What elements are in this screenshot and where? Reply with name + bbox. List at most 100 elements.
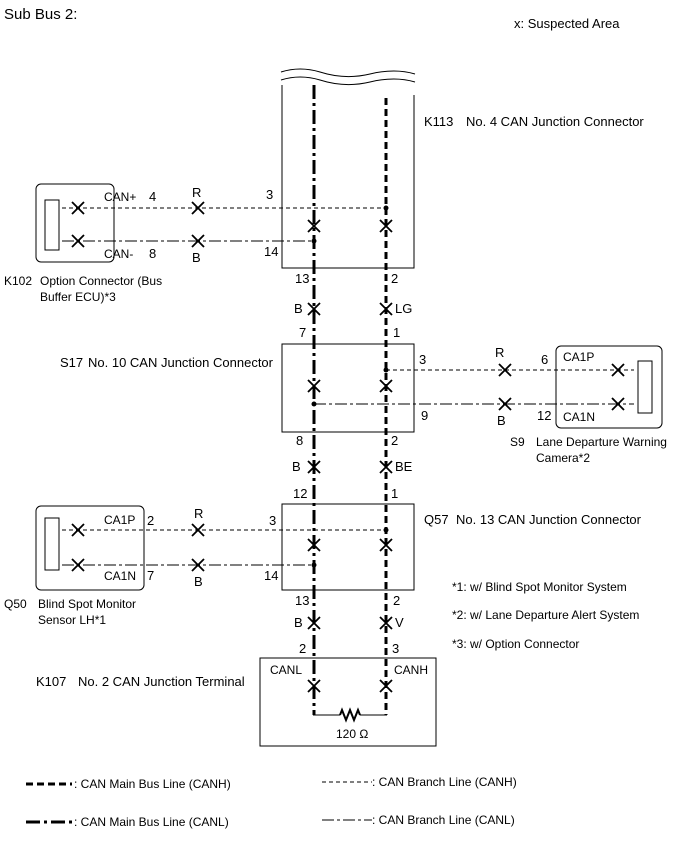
note-2: *2: w/ Lane Departure Alert System — [452, 608, 639, 622]
k107-terminal[interactable] — [259, 657, 437, 747]
s9-canh-label: CA1P — [563, 350, 594, 364]
suspected-x-icon — [611, 397, 625, 411]
seg3-wire-l: B — [294, 615, 303, 630]
q50-sensor-connector[interactable] — [35, 505, 145, 591]
legend-branch-canh: : CAN Branch Line (CANH) — [372, 775, 517, 789]
s9-name-line2: Camera*2 — [536, 451, 590, 465]
q57-name: No. 13 CAN Junction Connector — [456, 512, 642, 527]
q57-connector[interactable] — [281, 503, 415, 591]
q50-wire-l: B — [194, 574, 203, 589]
q50-name-line2: Sensor LH*1 — [38, 613, 106, 627]
k107-pin-l: 2 — [299, 641, 306, 656]
s17-name: No. 10 CAN Junction Connector — [88, 355, 274, 370]
s9-pin-l: 12 — [537, 408, 551, 423]
q50-pin-l: 7 — [147, 568, 154, 583]
suspected-x-icon — [307, 679, 321, 693]
k102-wire-l: B — [192, 250, 201, 265]
k113-pin-bottom-l: 13 — [295, 271, 309, 286]
suspected-x-icon — [191, 234, 205, 248]
q57-pin-bottom-l: 13 — [295, 593, 309, 608]
diagram-title: Sub Bus 2: — [4, 6, 77, 23]
suspected-x-icon — [498, 397, 512, 411]
k102-canh-label: CAN+ — [104, 190, 136, 204]
k107-id: K107 — [36, 674, 66, 689]
s17-id: S17 — [60, 355, 83, 370]
q50-canl-label: CA1N — [104, 569, 136, 583]
k113-pin-left-top: 3 — [266, 187, 273, 202]
k113-name: No. 4 CAN Junction Connector — [466, 114, 644, 129]
s17-pin-top-l: 7 — [299, 325, 306, 340]
s17-pin-right-l: 9 — [421, 408, 428, 423]
k102-pin-h: 4 — [149, 189, 156, 204]
suspected-area-markers — [71, 201, 625, 693]
k102-wire-h: R — [192, 185, 201, 200]
suspected-x-icon — [379, 219, 393, 233]
seg2-wire-l: B — [292, 459, 301, 474]
k113-pin-left-bottom: 14 — [264, 244, 278, 259]
k102-canl-label: CAN- — [104, 247, 133, 261]
k107-resistor-label: 120 Ω — [336, 727, 368, 741]
suspected-x-icon — [191, 523, 205, 537]
q50-wire-h: R — [194, 506, 203, 521]
s17-pin-top-h: 1 — [393, 325, 400, 340]
q50-connector-icon — [44, 517, 60, 571]
suspected-x-icon — [191, 558, 205, 572]
k102-name-line1: Option Connector (Bus — [40, 274, 162, 288]
k102-connector-icon — [44, 199, 60, 251]
suspected-x-icon — [379, 379, 393, 393]
q57-pin-top-l: 12 — [293, 486, 307, 501]
suspected-x-icon — [191, 201, 205, 215]
s9-id: S9 — [510, 435, 525, 449]
legend: : CAN Main Bus Line (CANH) : CAN Main Bu… — [26, 775, 517, 829]
k107-canl-label: CANL — [270, 663, 302, 677]
q57-pin-bottom-h: 2 — [393, 593, 400, 608]
suspected-x-icon — [307, 302, 321, 316]
k113-pin-bottom-h: 2 — [391, 271, 398, 286]
suspected-x-icon — [307, 616, 321, 630]
q50-name-line1: Blind Spot Monitor — [38, 597, 136, 611]
suspected-x-icon — [71, 523, 85, 537]
s17-connector[interactable] — [281, 343, 415, 433]
note-3: *3: w/ Option Connector — [452, 637, 579, 651]
s17-pin-right-h: 3 — [419, 352, 426, 367]
q57-pin-left-h: 3 — [269, 513, 276, 528]
q57-pin-top-h: 1 — [391, 486, 398, 501]
s9-wire-l: B — [497, 413, 506, 428]
suspected-x-icon — [498, 363, 512, 377]
suspected-x-icon — [379, 679, 393, 693]
suspected-area-note: x: Suspected Area — [514, 16, 620, 31]
q57-pin-left-l: 14 — [264, 568, 278, 583]
suspected-x-icon — [307, 379, 321, 393]
s9-camera-connector[interactable] — [555, 345, 663, 429]
k113-id: K113 — [424, 114, 453, 129]
s9-name-line1: Lane Departure Warning — [536, 435, 667, 449]
suspected-x-icon — [379, 538, 393, 552]
suspected-x-icon — [379, 616, 393, 630]
k113-connector[interactable] — [280, 68, 416, 269]
seg2-wire-h: BE — [395, 459, 413, 474]
q50-canh-label: CA1P — [104, 513, 135, 527]
k102-name-line2: Buffer ECU)*3 — [40, 290, 116, 304]
k107-name: No. 2 CAN Junction Terminal — [78, 674, 245, 689]
suspected-x-icon — [379, 460, 393, 474]
legend-main-canh: : CAN Main Bus Line (CANH) — [74, 777, 231, 791]
s9-connector-icon — [637, 360, 653, 414]
seg1-wire-l: B — [294, 301, 303, 316]
s9-canl-label: CA1N — [563, 410, 595, 424]
s17-pin-bottom-l: 8 — [296, 433, 303, 448]
suspected-x-icon — [379, 302, 393, 316]
k107-canh-label: CANH — [394, 663, 428, 677]
q50-id: Q50 — [4, 597, 27, 611]
k102-id: K102 — [4, 274, 32, 288]
k107-pin-h: 3 — [392, 641, 399, 656]
suspected-x-icon — [307, 460, 321, 474]
suspected-x-icon — [71, 201, 85, 215]
s17-pin-bottom-h: 2 — [391, 433, 398, 448]
resistor-icon — [339, 707, 361, 723]
q57-id: Q57 — [424, 512, 449, 527]
s9-pin-h: 6 — [541, 352, 548, 367]
note-1: *1: w/ Blind Spot Monitor System — [452, 580, 627, 594]
suspected-x-icon — [71, 234, 85, 248]
suspected-x-icon — [611, 363, 625, 377]
